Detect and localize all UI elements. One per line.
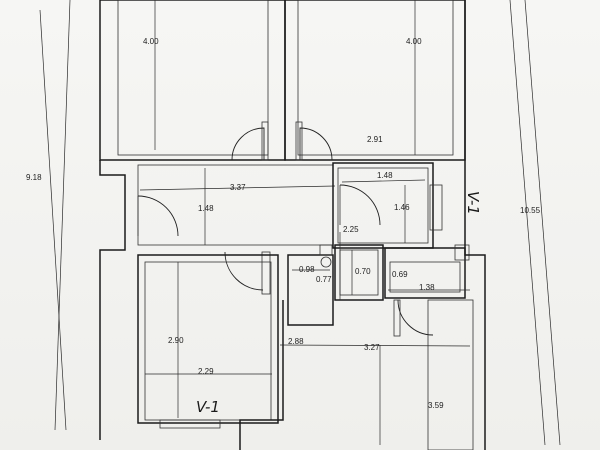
dim-kitchen-width: 1.48 [377, 171, 393, 180]
outer-dimension-lines [39, 0, 561, 446]
door-top-left [231, 121, 269, 161]
wc [287, 244, 334, 326]
bathroom [334, 232, 384, 301]
dim-wc-width: 0.98 [299, 265, 315, 274]
dim-wc-depth: 0.77 [316, 275, 332, 284]
dim-bottom-right-width: 3.27 [364, 343, 380, 352]
dim-bath-height: 2.25 [343, 225, 359, 234]
dim-room-top-right: 4.00 [406, 37, 422, 46]
door-closet [393, 299, 434, 337]
right-exterior-wall [464, 0, 486, 450]
handwritten-label-right: V-1 [464, 191, 482, 215]
dim-closet-width: 0.69 [392, 270, 408, 279]
dim-bath-width: 0.70 [355, 267, 371, 276]
dim-hall-width: 3.37 [230, 183, 246, 192]
dim-hall-height: 1.48 [198, 204, 214, 213]
dim-closet-depth: 1.38 [419, 283, 435, 292]
bottom-right-room [239, 244, 474, 450]
door-top-right [295, 121, 333, 161]
bedroom [137, 254, 279, 429]
door-bedroom [224, 251, 271, 295]
dim-right-total: 10.55 [520, 206, 541, 215]
dim-left-total: 9.18 [26, 173, 42, 182]
dim-right-room-height: 3.59 [428, 401, 444, 410]
door-left-entry [137, 195, 179, 237]
dim-corridor-top: 2.91 [367, 135, 383, 144]
door-kitchen [339, 184, 381, 226]
dim-room-top-left: 4.00 [143, 37, 159, 46]
dim-corridor-offset: 2.88 [288, 337, 304, 346]
dim-bedroom-width: 2.29 [198, 367, 214, 376]
dim-kitchen-height: 1.46 [394, 203, 410, 212]
closet [384, 247, 470, 299]
dim-bedroom-height: 2.90 [168, 336, 184, 345]
top-left-room [99, 0, 286, 161]
handwritten-label-bottom: V-1 [196, 398, 220, 416]
